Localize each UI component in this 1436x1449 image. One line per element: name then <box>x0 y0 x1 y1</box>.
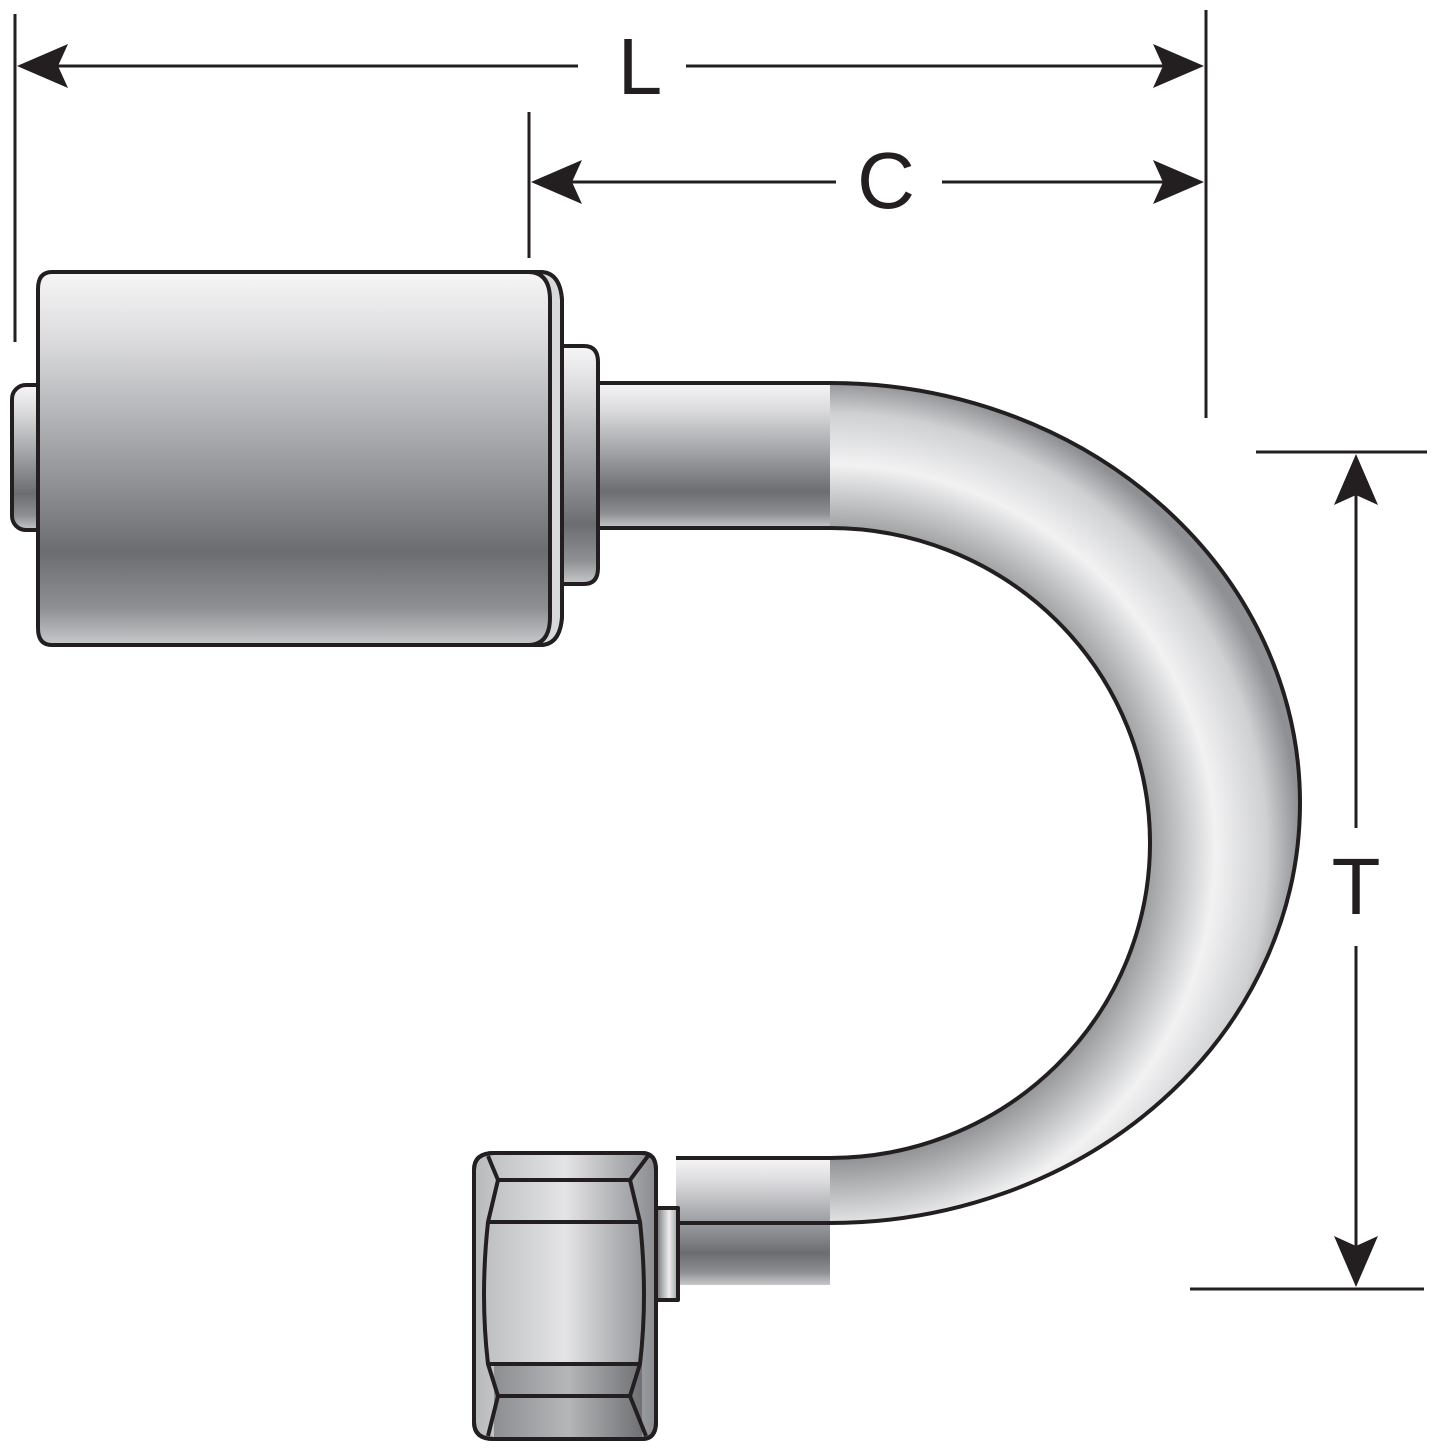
tube-inner-outline <box>598 526 1152 1160</box>
nut-border <box>472 1151 658 1441</box>
upper-tube-straight <box>596 383 830 528</box>
dimension-c-left-arrow <box>531 160 582 204</box>
tube-bend <box>830 383 1300 1223</box>
dimension-c: C <box>527 112 1204 258</box>
nut-middle-face <box>482 1221 646 1366</box>
tube-outer-outline <box>598 381 1302 1225</box>
dimension-c-label: C <box>857 136 915 225</box>
bent-tube <box>596 381 1302 1285</box>
nut-upper-facet <box>486 1179 642 1224</box>
dimension-l-label: L <box>618 22 663 111</box>
nut-washer <box>654 1206 680 1302</box>
dimension-t-top-arrow <box>1334 454 1378 505</box>
ferrule-body <box>36 270 564 647</box>
dimension-t-label: T <box>1332 842 1381 931</box>
dimension-t-bottom-arrow <box>1334 1236 1378 1287</box>
ferrule-edge <box>526 270 564 647</box>
nut-lower-face <box>494 1364 642 1439</box>
crimp-shell <box>10 270 600 647</box>
dimension-l-right-arrow <box>1153 44 1204 88</box>
dimension-t: T <box>1190 450 1427 1291</box>
hex-nut <box>472 1151 680 1441</box>
nut-bottom-chamfer <box>486 1395 648 1437</box>
dimension-l-left-arrow <box>17 44 68 88</box>
dimension-c-right-arrow <box>1153 160 1204 204</box>
nut-lower-facet <box>486 1363 642 1398</box>
nut-top-chamfer <box>486 1154 650 1182</box>
ferrule-collar <box>560 344 600 586</box>
dimension-l: L <box>13 10 1208 418</box>
